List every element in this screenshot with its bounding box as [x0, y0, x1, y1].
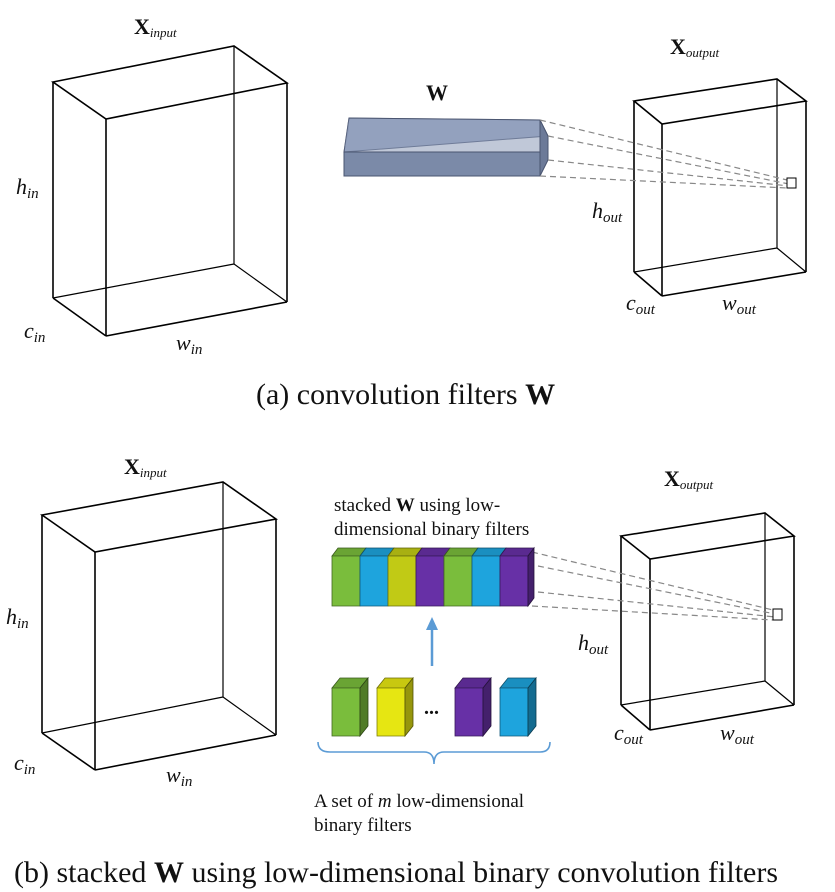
- c-out-label-a: cout: [626, 290, 655, 318]
- filter-set-label: A set of m low-dimensional binary filter…: [314, 791, 525, 836]
- set-filter-cube-3-side: [482, 676, 492, 738]
- filter-w-block: [343, 117, 549, 177]
- set-filter-cube-4-side: [527, 676, 537, 738]
- stacked-filter-cube-1-top: [331, 547, 367, 557]
- projection-lines-a: [539, 119, 790, 189]
- set-filter-cube-2-side: [404, 676, 414, 738]
- stacked-filter-cube-6: [471, 547, 507, 607]
- stacked-filter-cube-3: [387, 547, 423, 607]
- projection-lines-b: [531, 551, 776, 621]
- set-filter-cube-2-front: [376, 687, 406, 737]
- up-arrow: [426, 617, 438, 666]
- stacked-filters: [331, 546, 535, 608]
- set-filter-cube-3-top: [454, 677, 492, 689]
- w-in-label-a: win: [176, 330, 203, 358]
- stacked-filter-cube-7: [499, 546, 535, 608]
- stacked-filter-cube-7-front: [499, 555, 529, 607]
- output-volume-a: [632, 78, 808, 297]
- stacked-w-label: stacked W using low- dimensional binary …: [334, 495, 530, 540]
- set-filter-cube-2-top: [376, 677, 414, 689]
- stacked-filter-cube-3-front: [387, 555, 417, 607]
- input-volume-a: [51, 45, 289, 337]
- set-ellipsis: ...: [424, 697, 439, 719]
- stacked-filter-cube-5-front: [443, 555, 473, 607]
- stacked-filter-cube-5-top: [443, 547, 479, 557]
- caption-a: (a) convolution filters W: [256, 378, 556, 411]
- set-filter-cube-3-front: [454, 687, 484, 737]
- input-volume-b: [39, 481, 279, 771]
- stacked-filter-cube-5: [443, 547, 479, 607]
- h-out-label-a: hout: [592, 198, 623, 226]
- stacked-filter-cube-1-front: [331, 555, 361, 607]
- stacked-filter-cube-4-front: [415, 555, 445, 607]
- h-in-label-b: hin: [6, 604, 29, 632]
- stacked-filter-cube-4: [415, 547, 451, 607]
- stacked-filter-cube-7-top: [499, 547, 535, 557]
- stacked-filter-cube-1: [331, 547, 367, 607]
- output-volume-b: [619, 512, 796, 731]
- c-out-label-b: cout: [614, 720, 643, 748]
- stacked-filter-cube-2: [359, 547, 395, 607]
- set-filter-cube-1-side: [359, 676, 369, 738]
- w-out-label-a: wout: [722, 290, 756, 318]
- set-filter-cube-4: [499, 676, 537, 738]
- stacked-filter-cube-3-top: [387, 547, 423, 557]
- c-in-label-a: cin: [24, 318, 46, 346]
- output-cell-a: [786, 177, 797, 189]
- w-label-a: W: [426, 80, 448, 105]
- x-output-label-a: Xoutput: [670, 34, 720, 60]
- output-cell-b: [772, 608, 783, 621]
- stacked-filter-cube-6-top: [471, 547, 507, 557]
- stacked-filter-cube-6-front: [471, 555, 501, 607]
- c-in-label-b: cin: [14, 750, 36, 778]
- x-input-label-a: Xinput: [134, 14, 177, 40]
- set-filter-cube-4-front: [499, 687, 529, 737]
- set-filter-cube-1: [331, 676, 369, 738]
- h-in-label-a: hin: [16, 174, 39, 202]
- w-in-label-b: win: [166, 762, 193, 790]
- w-out-label-b: wout: [720, 720, 754, 748]
- stacked-filter-cube-2-top: [359, 547, 395, 557]
- set-brace: [317, 741, 551, 765]
- h-out-label-b: hout: [578, 630, 609, 658]
- caption-b: (b) stacked W using low-dimensional bina…: [14, 856, 779, 889]
- x-input-label-b: Xinput: [124, 454, 167, 480]
- x-output-label-b: Xoutput: [664, 466, 714, 492]
- stacked-filter-cube-7-side: [527, 546, 535, 608]
- set-filter-cube-1-front: [331, 687, 361, 737]
- stacked-filter-cube-2-front: [359, 555, 389, 607]
- set-filter-cube-2: [376, 676, 414, 738]
- stacked-filter-cube-4-top: [415, 547, 451, 557]
- set-filter-cube-4-top: [499, 677, 537, 689]
- set-filter-cube-3: [454, 676, 492, 738]
- panel-a-diagram: [51, 45, 808, 337]
- set-filter-cube-1-top: [331, 677, 369, 689]
